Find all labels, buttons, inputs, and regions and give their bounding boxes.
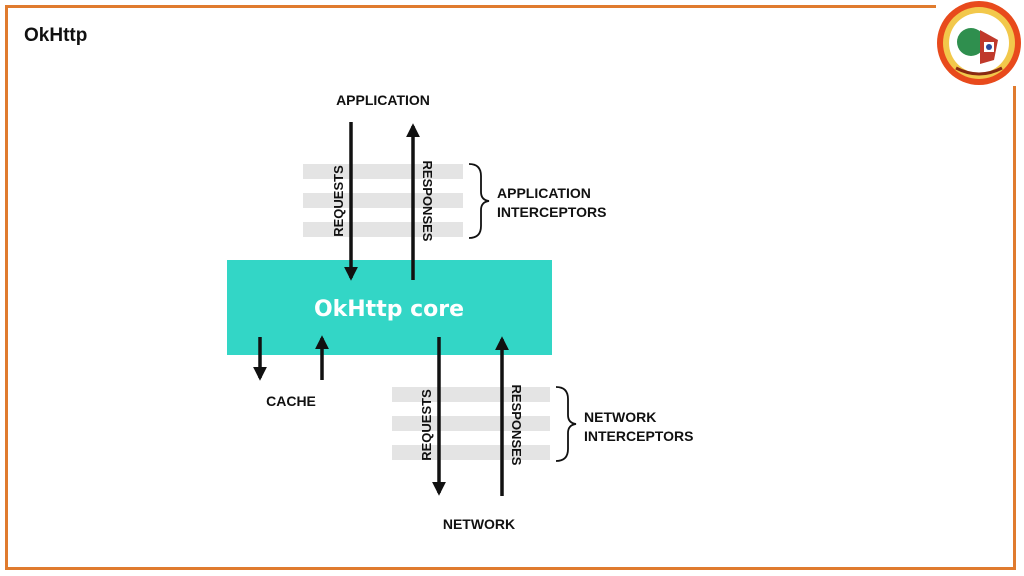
application-label: APPLICATION xyxy=(336,92,430,108)
app-interceptors-label-line2: INTERCEPTORS xyxy=(497,204,606,220)
slide-title: OkHttp xyxy=(24,25,88,46)
app-responses-label: RESPONSES xyxy=(420,161,435,242)
app-interceptor-band-2 xyxy=(303,193,463,208)
net-requests-label: REQUESTS xyxy=(419,389,434,461)
net-interceptors-label-line2: INTERCEPTORS xyxy=(584,428,693,444)
university-emblem-icon xyxy=(936,0,1022,86)
app-requests-label: REQUESTS xyxy=(331,165,346,237)
app-interceptor-band-1 xyxy=(303,164,463,179)
okhttp-core-label: OkHttp core xyxy=(314,297,464,322)
net-interceptors-brace xyxy=(555,386,577,462)
app-interceptors-brace xyxy=(468,163,490,239)
net-responses-label: RESPONSES xyxy=(509,385,524,466)
cache-label: CACHE xyxy=(266,393,316,409)
net-interceptor-band-2 xyxy=(392,416,550,431)
net-interceptors-label-line1: NETWORK xyxy=(584,409,656,425)
app-interceptor-band-3 xyxy=(303,222,463,237)
app-interceptors-label-line1: APPLICATION xyxy=(497,185,591,201)
network-label: NETWORK xyxy=(443,516,515,532)
slide-frame xyxy=(5,5,1016,570)
net-interceptor-band-1 xyxy=(392,387,550,402)
net-interceptor-band-3 xyxy=(392,445,550,460)
